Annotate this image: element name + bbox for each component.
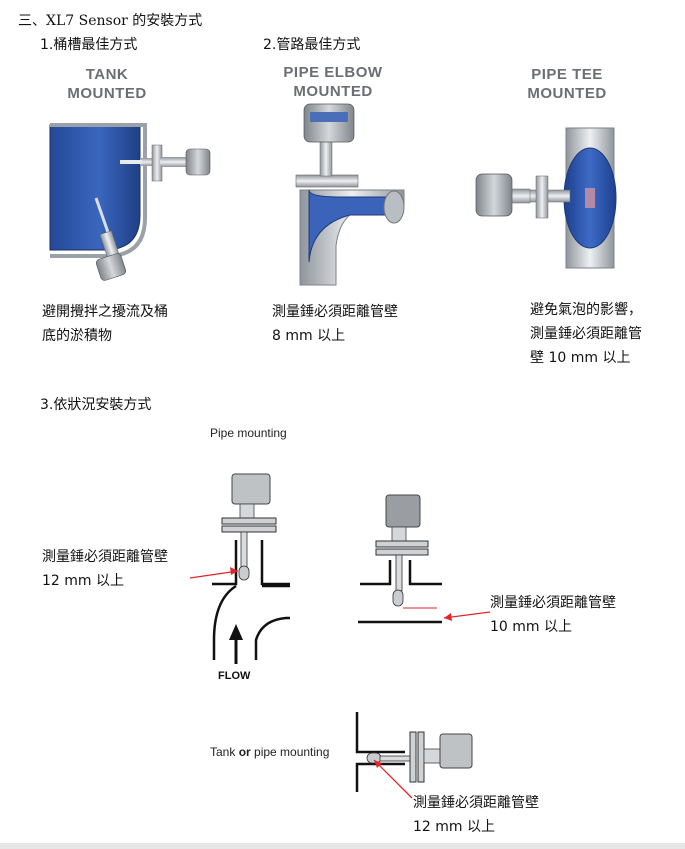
- flow-label: FLOW: [218, 670, 251, 682]
- note-line: 底的淤積物: [42, 328, 112, 344]
- caption-line: TANK: [85, 66, 129, 83]
- tank-mounted-illustration: [49, 123, 211, 281]
- pipe-tee-illustration: [475, 127, 617, 269]
- caption-line: MOUNTED: [293, 83, 373, 100]
- note-right: 測量錘必須距離管壁 10 mm 以上: [490, 591, 616, 639]
- tank-note: 避開攪拌之擾流及桶 底的淤積物: [42, 300, 168, 348]
- page-bottom-divider: [0, 843, 685, 849]
- note-line: 測量錘必須距離管壁: [42, 549, 168, 565]
- tank-or-pipe-diagram: [355, 712, 473, 799]
- note-line: 12 mm 以上: [42, 573, 124, 589]
- pipe-mounting-diagram-right: [358, 494, 491, 624]
- note-left: 測量錘必須距離管壁 12 mm 以上: [42, 545, 168, 593]
- note-line: 8 mm 以上: [272, 328, 346, 344]
- label-part: pipe mounting: [250, 745, 330, 759]
- caption-line: PIPE ELBOW: [283, 64, 383, 81]
- label-part: Tank: [210, 745, 239, 759]
- note-line: 測量錘必須距離管壁: [272, 304, 398, 320]
- note-line: 12 mm 以上: [413, 819, 495, 835]
- note-line: 測量錘必須距離管壁: [413, 795, 539, 811]
- caption-line: MOUNTED: [527, 85, 607, 102]
- pipe-tee-caption: PIPE TEE MOUNTED: [502, 65, 632, 103]
- note-line: 測量錘必須距離管: [530, 326, 642, 342]
- pipe-elbow-caption: PIPE ELBOW MOUNTED: [258, 63, 408, 101]
- pipe-tee-note: 避免氣泡的影響， 測量錘必須距離管 壁 10 mm 以上: [530, 298, 642, 370]
- note-bottom: 測量錘必須距離管壁 12 mm 以上: [413, 791, 539, 839]
- note-line: 10 mm 以上: [490, 619, 572, 635]
- note-line: 避開攪拌之擾流及桶: [42, 304, 168, 320]
- note-line: 測量錘必須距離管壁: [490, 595, 616, 611]
- pipe-elbow-illustration: [295, 103, 405, 286]
- item1-label: 1.桶槽最佳方式: [40, 37, 138, 53]
- tank-or-pipe-label: Tank or pipe mounting: [210, 745, 329, 759]
- pipe-mounting-diagram-left: [189, 473, 290, 664]
- note-line: 壁 10 mm 以上: [530, 350, 631, 366]
- label-or: or: [238, 745, 251, 759]
- caption-line: PIPE TEE: [531, 66, 603, 83]
- note-line: 避免氣泡的影響，: [530, 302, 642, 318]
- section3-label: 3.依狀況安裝方式: [40, 397, 152, 413]
- tank-mounted-caption: TANK MOUNTED: [42, 65, 172, 103]
- section-title: 三、XL7 Sensor 的安裝方式: [18, 13, 203, 29]
- pipe-elbow-note: 測量錘必須距離管壁 8 mm 以上: [272, 300, 398, 348]
- pipe-mounting-label: Pipe mounting: [210, 426, 287, 440]
- caption-line: MOUNTED: [67, 85, 147, 102]
- item2-label: 2.管路最佳方式: [263, 37, 361, 53]
